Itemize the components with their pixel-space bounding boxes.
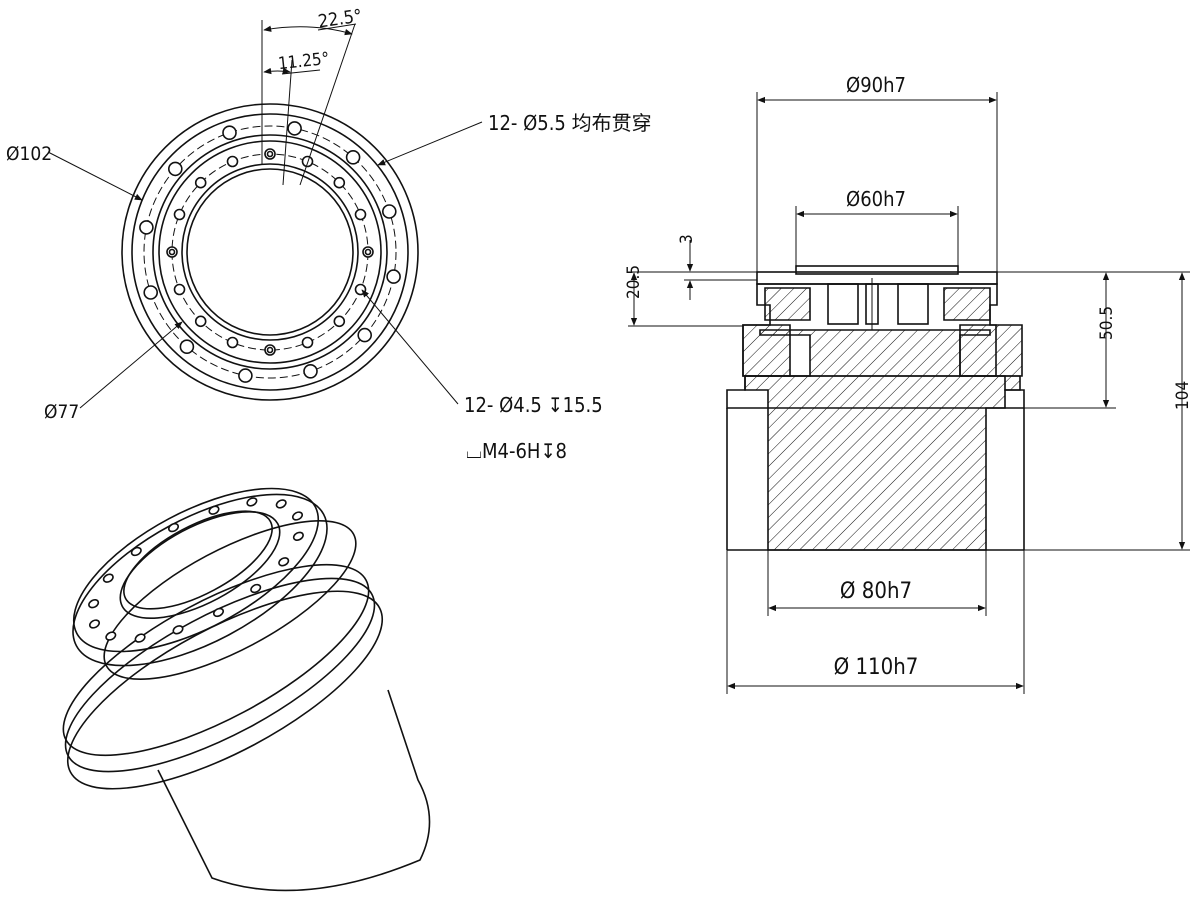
hole-inner: [364, 248, 372, 256]
hole: [226, 155, 239, 168]
bearing-right: [943, 287, 991, 321]
dia77-label: Ø77: [44, 401, 79, 423]
iso-hole: [246, 497, 258, 507]
iso-hole: [88, 599, 100, 609]
angle-pitch-label: 22.5°: [317, 6, 364, 33]
iso-boss-face: [123, 510, 273, 610]
iso-holes: [88, 497, 304, 643]
holes-blind-label: 12- Ø4.5 ↧15.5: [464, 393, 603, 417]
hole-inner: [168, 248, 176, 256]
inner-holes: [166, 148, 374, 356]
dia80-label: Ø 80h7: [840, 579, 912, 604]
top-flange-step: [795, 265, 959, 275]
holes-through-leader: [377, 121, 483, 166]
hole-inner: [266, 150, 274, 158]
bore-circle: [186, 168, 354, 336]
iso-hole: [167, 522, 180, 533]
thread-spec-label: ⌴M4-6H↧8: [466, 439, 567, 463]
iso-hole: [292, 531, 304, 541]
angle-pitch-line: [299, 23, 356, 186]
hole: [381, 204, 397, 219]
hole: [357, 327, 373, 343]
dim20-label: 20.5: [624, 265, 644, 299]
angle-half-label: 11.25°: [277, 49, 330, 74]
bolt-circle-outer: [143, 125, 397, 379]
hole: [303, 363, 318, 379]
iso-base-ring: [66, 590, 384, 790]
hole: [194, 176, 207, 189]
dim104-label: 104: [1173, 381, 1193, 410]
bearing-left: [764, 287, 811, 321]
iso-hole: [134, 633, 146, 643]
mid-ring-2: [158, 140, 382, 364]
hole: [139, 220, 154, 235]
hole: [143, 285, 158, 300]
iso-boss: [119, 510, 281, 620]
holes-through-label: 12- Ø5.5 均布贯穿: [488, 111, 652, 135]
iso-hole: [212, 607, 225, 618]
iso-hole: [172, 625, 184, 635]
hole: [238, 368, 253, 383]
outer-flange-circle: [121, 103, 419, 401]
hole: [173, 283, 186, 296]
hole: [333, 315, 346, 328]
front-view: 22.5° 11.25° Ø102 Ø77 12- Ø5.5 均布贯穿 12- …: [6, 6, 652, 463]
hole: [194, 315, 207, 328]
main-body-section: [744, 329, 1021, 551]
dim3-label: 3: [677, 234, 697, 244]
angle-half-line: [282, 59, 293, 186]
iso-hole: [250, 583, 262, 594]
iso-top-flange-face: [72, 487, 320, 653]
mid-ring: [152, 134, 388, 370]
isometric-view: [62, 487, 431, 892]
iso-base-ring-2: [64, 577, 376, 773]
iso-hole: [278, 557, 290, 567]
hole: [222, 125, 237, 140]
dia60-label: Ø60h7: [846, 187, 906, 211]
outer-flange-inner-ring: [131, 113, 409, 391]
hole: [179, 339, 195, 355]
center-bolt-left: [827, 283, 859, 325]
dia110-label: Ø 110h7: [834, 655, 919, 680]
center-pin: [865, 283, 879, 325]
iso-ring-3: [62, 563, 370, 757]
iso-hole: [130, 546, 142, 557]
dim50-label: 50.5: [1097, 306, 1117, 340]
hole: [173, 208, 186, 221]
hole: [226, 336, 239, 349]
hole-inner: [266, 346, 274, 354]
hole: [287, 121, 302, 136]
iso-hole: [291, 511, 304, 521]
dia102-leader: [47, 151, 143, 201]
angle-half-underline: [281, 69, 321, 75]
angle-pitch-arc: [263, 25, 353, 36]
center-bolt-right: [897, 283, 929, 325]
angle-pitch-underline: [317, 23, 357, 31]
dia102-label: Ø102: [6, 143, 52, 165]
hole: [386, 269, 401, 284]
dia90-label: Ø90h7: [846, 73, 906, 97]
section-view: Ø90h7 Ø60h7 3 20.5 50.5 104 Ø 80h7 Ø: [624, 73, 1193, 694]
outer-holes: [139, 121, 401, 383]
dia77-leader: [79, 321, 183, 409]
inner-ring: [181, 163, 359, 341]
iso-hole: [275, 499, 287, 509]
hole: [345, 150, 361, 165]
hole: [168, 161, 183, 177]
iso-hole: [105, 631, 117, 641]
iso-hole: [88, 619, 101, 629]
iso-hole: [102, 573, 114, 583]
hole: [333, 176, 346, 189]
iso-body: [157, 689, 431, 892]
hole: [301, 336, 314, 349]
hole: [354, 208, 367, 221]
angle-half-arc: [263, 67, 291, 75]
iso-hole: [208, 505, 220, 515]
iso-mid-flange: [103, 520, 357, 680]
holes-blind-leader: [361, 289, 459, 405]
